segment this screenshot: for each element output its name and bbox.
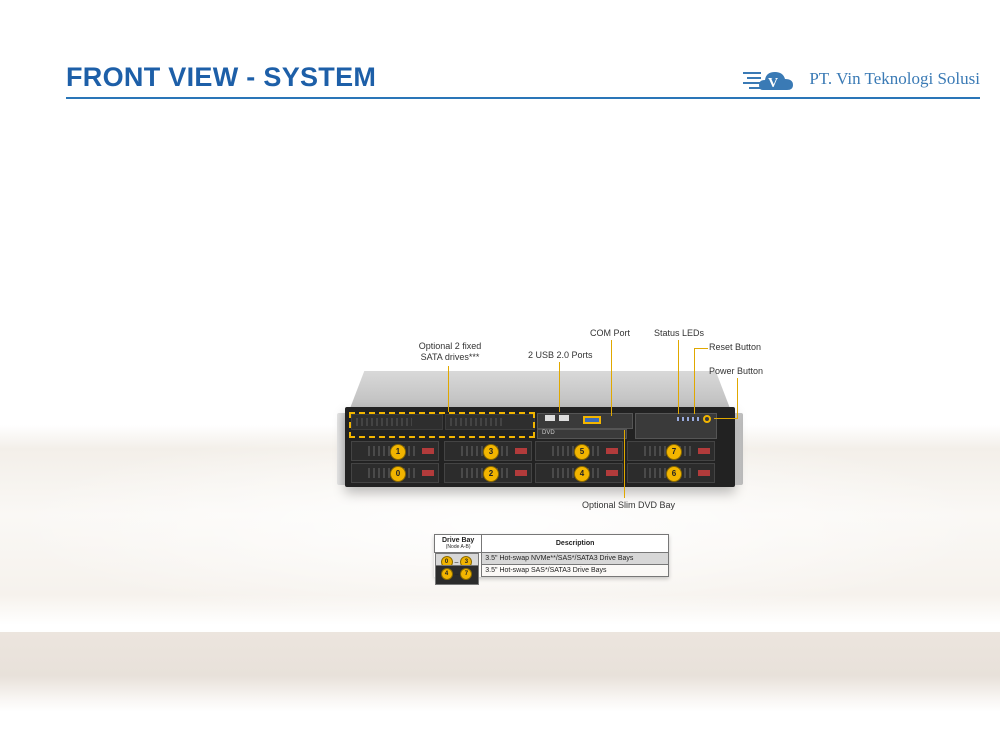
server-front-image: DVD 1 3 5 7 0 2 4 6 <box>337 371 743 493</box>
usb-port <box>545 415 555 421</box>
table-cell-description: 3.5" Hot-swap SAS*/SATA3 Drive Bays <box>481 564 669 577</box>
drive-bay: 3 <box>444 441 532 461</box>
power-reset-buttons <box>703 415 711 423</box>
drive-bay-badge: 0 <box>390 466 406 482</box>
callout-dvd-bay: Optional Slim DVD Bay <box>582 500 676 510</box>
leader-line <box>737 378 738 418</box>
leader-line <box>624 430 625 498</box>
leader-line <box>559 362 560 412</box>
drive-bay: 5 <box>535 441 623 461</box>
table-cell-description: 3.5" Hot-swap NVMe**/SAS*/SATA3 Drive Ba… <box>481 552 669 565</box>
drive-bay-badge: 4 <box>574 466 590 482</box>
drive-bay-badge: 1 <box>390 444 406 460</box>
leader-line <box>714 418 738 419</box>
bay-number-badge: 4 <box>440 567 453 580</box>
bay-number-badge: 7 <box>460 567 473 580</box>
drive-bay: 2 <box>444 463 532 483</box>
table-row: 4 – 7 3.5" Hot-swap SAS*/SATA3 Drive Bay… <box>434 564 669 585</box>
drive-bay: 1 <box>351 441 439 461</box>
fixed-sata-slot <box>351 414 443 430</box>
drive-bay-badge: 2 <box>483 466 499 482</box>
background-band-bottom <box>0 632 1000 712</box>
com-port <box>583 416 601 424</box>
leader-line <box>694 348 708 349</box>
drive-bay-badge: 7 <box>666 444 682 460</box>
table-header-description: Description <box>481 534 669 553</box>
chassis-top <box>349 371 731 411</box>
table-header-bay-sub: (Node A-B) <box>445 544 471 550</box>
status-leds <box>677 417 701 421</box>
table-header-bay: Drive Bay(Node A-B) <box>433 534 483 553</box>
cloud-logo-icon: V <box>743 72 794 91</box>
table-cell-bay-range: 4 – 7 <box>434 564 479 585</box>
sata-highlight-box <box>349 412 535 438</box>
title-underline <box>66 97 980 99</box>
usb-port <box>559 415 569 421</box>
callout-reset-button: Reset Button <box>709 342 762 352</box>
brand-logo: V PT. Vin Teknologi Solusi <box>743 64 980 94</box>
drive-bay-badge: 5 <box>574 444 590 460</box>
dvd-label: DVD <box>542 430 555 436</box>
leader-line <box>678 340 679 414</box>
callout-power-button: Power Button <box>709 366 764 376</box>
drive-bay-table: Drive Bay(Node A-B) Description 0 – 3 3.… <box>433 534 669 585</box>
drive-bay: 4 <box>535 463 623 483</box>
table-header-row: Drive Bay(Node A-B) Description <box>433 534 669 553</box>
dvd-bay: DVD <box>537 429 627 439</box>
drive-bay: 7 <box>627 441 715 461</box>
drive-bay-badge: 6 <box>666 466 682 482</box>
brand-name: PT. Vin Teknologi Solusi <box>809 69 980 88</box>
callout-com-port: COM Port <box>590 328 631 338</box>
page-title: FRONT VIEW - SYSTEM <box>66 62 377 92</box>
drive-bay: 0 <box>351 463 439 483</box>
leader-line <box>694 348 695 414</box>
callout-status-leds: Status LEDs <box>654 328 705 338</box>
drive-bay-badge: 3 <box>483 444 499 460</box>
leader-line <box>611 340 612 416</box>
logo-letter: V <box>768 76 778 91</box>
callout-sata-drives: Optional 2 fixed SATA drives*** <box>418 341 482 362</box>
callout-usb-ports: 2 USB 2.0 Ports <box>528 350 593 360</box>
table-row: 0 – 3 3.5" Hot-swap NVMe**/SAS*/SATA3 Dr… <box>434 552 669 573</box>
drive-bay: 6 <box>627 463 715 483</box>
leader-line <box>448 366 449 412</box>
